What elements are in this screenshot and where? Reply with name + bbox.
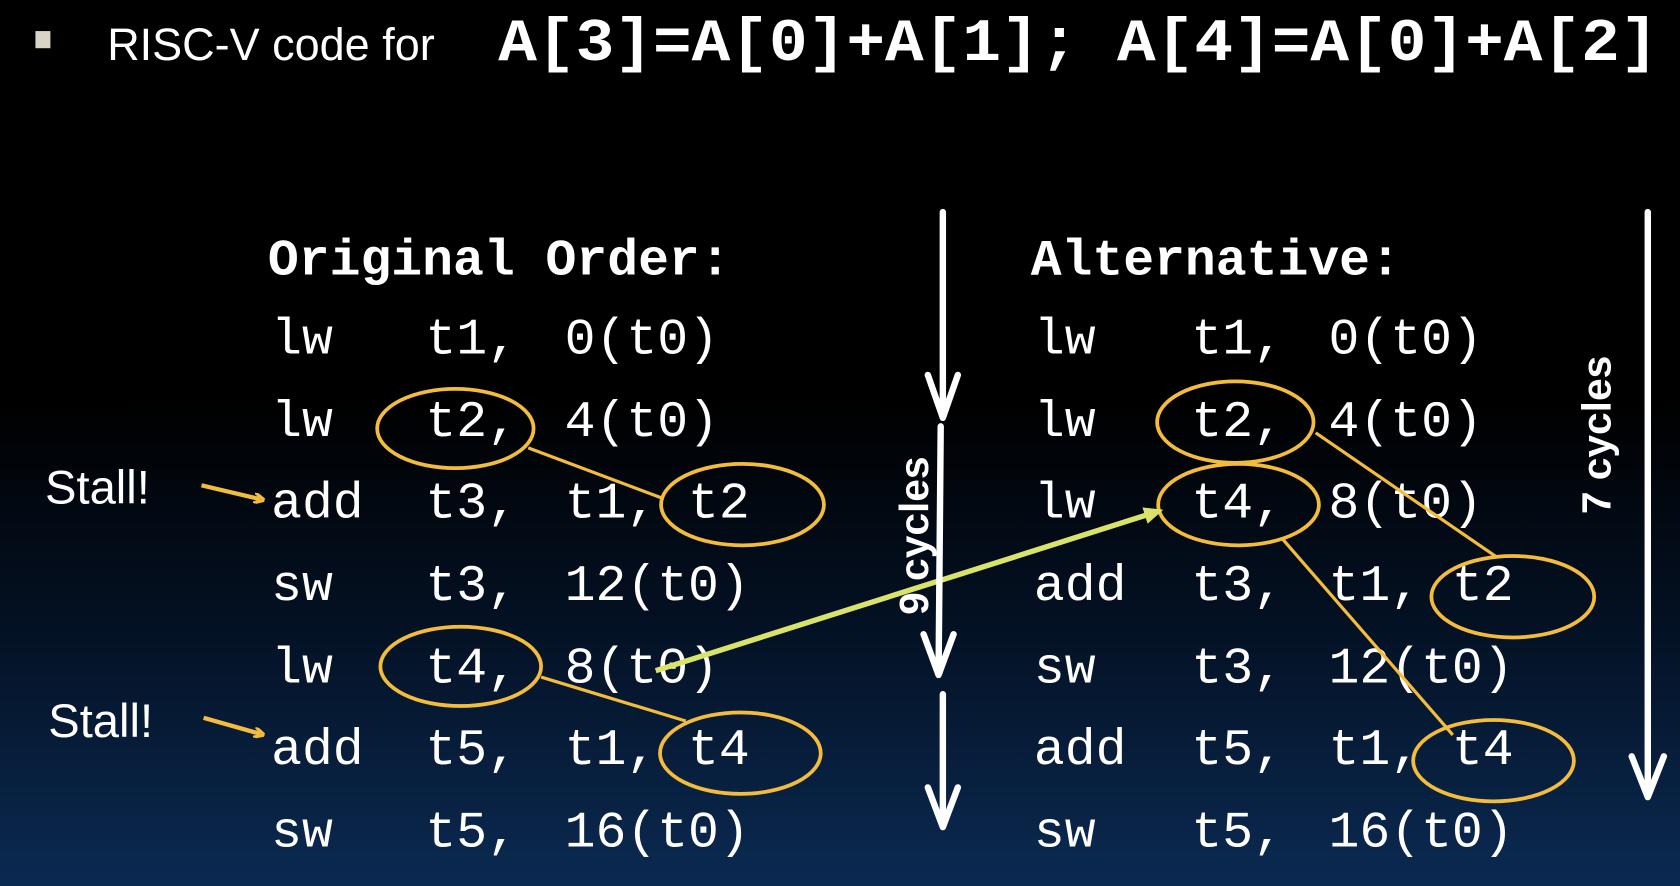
operands: 4(t0) <box>1329 394 1483 452</box>
dest-register: t3, <box>1191 558 1284 616</box>
square-bullet-icon <box>35 31 51 49</box>
dest-register: t5, <box>425 722 518 780</box>
opcode: sw <box>271 558 333 616</box>
operands: 0(t0) <box>565 312 719 370</box>
operands: t1, t4 <box>1329 722 1514 780</box>
title-prefix: RISC-V code for <box>107 19 435 70</box>
dependency-line <box>527 446 663 500</box>
dest-register: t3, <box>425 558 518 616</box>
stall-arrow-icon <box>200 483 260 499</box>
highlight-oval-t4-dest <box>378 624 543 708</box>
alternative-code: lw t1, 0(t0) lw t2, 4(t0) lw t4, 8(t0) add t3, t1, … <box>1034 312 1514 863</box>
opcode: lw <box>1034 394 1096 452</box>
title-code: A[3]=A[0]+A[1]; A[4]=A[0]+A[2] <box>498 11 1658 79</box>
opcode: sw <box>1034 640 1096 698</box>
highlight-oval-t4-dest <box>1156 462 1321 548</box>
operands: 12(t0) <box>565 558 750 616</box>
dest-register: t1, <box>1191 312 1284 370</box>
original-code: lw t1, 0(t0) lw t2, 4(t0) add t3, t1, t2 sw t3, 12(… <box>271 312 750 863</box>
nine-cycles-arrow-icon <box>920 208 962 831</box>
opcode: add <box>1034 558 1127 616</box>
dest-register: t4, <box>425 640 518 698</box>
highlight-oval-t2-use <box>659 462 826 548</box>
stall-label: Stall! <box>48 694 153 747</box>
operands: t1, t2 <box>1329 558 1514 616</box>
highlight-oval-t4-use <box>658 710 823 796</box>
dest-register: t2, <box>1191 394 1284 452</box>
operands: 0(t0) <box>1329 312 1483 370</box>
dest-register: t2, <box>425 394 518 452</box>
operands: 4(t0) <box>565 394 719 452</box>
operands: 16(t0) <box>1329 804 1514 862</box>
operands: t1, t4 <box>565 722 750 780</box>
opcode: lw <box>271 312 333 370</box>
dest-register: t1, <box>425 312 518 370</box>
dependency-line <box>540 675 687 723</box>
original-heading: Original Order: <box>268 232 731 290</box>
operands: 12(t0) <box>1329 640 1514 698</box>
operands: 8(t0) <box>1329 475 1483 533</box>
operands: 8(t0) <box>565 640 719 698</box>
dest-register: t3, <box>425 475 518 533</box>
dest-register: t4, <box>1191 475 1284 533</box>
highlight-oval-t2-dest <box>375 387 536 471</box>
opcode: sw <box>271 804 333 862</box>
alternative-heading: Alternative: <box>1031 232 1401 290</box>
dest-register: t5, <box>1191 722 1284 780</box>
highlight-oval-t2-use <box>1429 554 1597 640</box>
reorder-arrow-icon <box>654 507 1164 674</box>
opcode: sw <box>1034 804 1096 862</box>
opcode: lw <box>1034 475 1096 533</box>
dependency-line <box>1281 537 1455 736</box>
dest-register: t5, <box>1191 804 1284 862</box>
opcode: lw <box>271 394 333 452</box>
opcode: add <box>271 722 364 780</box>
highlight-oval-t4-use <box>1411 718 1576 804</box>
seven-cycles-label: 7 cycles <box>1573 356 1619 514</box>
stall-arrow-icon <box>203 715 261 734</box>
operands: 16(t0) <box>565 804 750 862</box>
opcode: lw <box>271 640 333 698</box>
operands: t1, t2 <box>565 475 750 533</box>
opcode: add <box>1034 722 1127 780</box>
dest-register: t5, <box>425 804 518 862</box>
opcode: add <box>271 475 364 533</box>
dependency-line <box>1314 431 1498 559</box>
nine-cycles-label: 9 cycles <box>891 456 937 614</box>
dest-register: t3, <box>1191 640 1284 698</box>
stall-label: Stall! <box>45 461 150 514</box>
opcode: lw <box>1034 312 1096 370</box>
seven-cycles-arrow-icon <box>1628 208 1668 801</box>
